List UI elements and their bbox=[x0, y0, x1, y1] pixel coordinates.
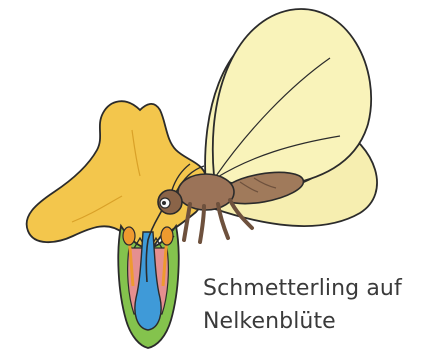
caption-label: Schmetterling auf Nelkenblüte bbox=[203, 272, 433, 338]
pupil bbox=[162, 201, 166, 205]
leg bbox=[200, 206, 204, 242]
flower-petals bbox=[27, 101, 208, 250]
anther bbox=[123, 227, 135, 245]
anther bbox=[161, 227, 173, 245]
caption-line-1: Schmetterling auf bbox=[203, 272, 433, 305]
thorax bbox=[178, 174, 234, 210]
carnation-flower bbox=[27, 101, 208, 348]
caption-line-2: Nelkenblüte bbox=[203, 305, 433, 338]
